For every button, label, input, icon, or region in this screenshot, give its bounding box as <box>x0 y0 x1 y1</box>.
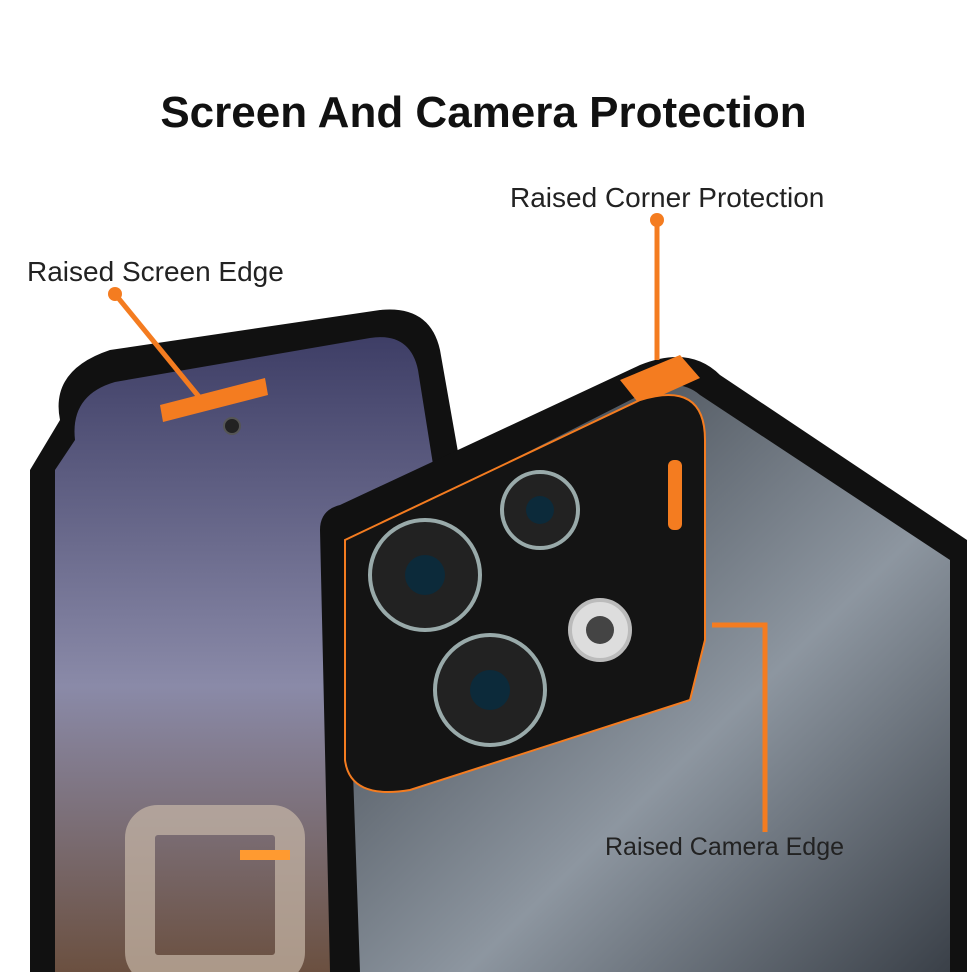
callout-corner-label: Raised Corner Protection <box>510 182 825 213</box>
callout-screen-label: Raised Screen Edge <box>27 256 284 287</box>
callout-camera-label: Raised Camera Edge <box>605 833 845 861</box>
callout-lines <box>113 220 768 832</box>
page-title: Screen And Camera Protection <box>160 88 807 137</box>
phone-back <box>320 355 967 972</box>
